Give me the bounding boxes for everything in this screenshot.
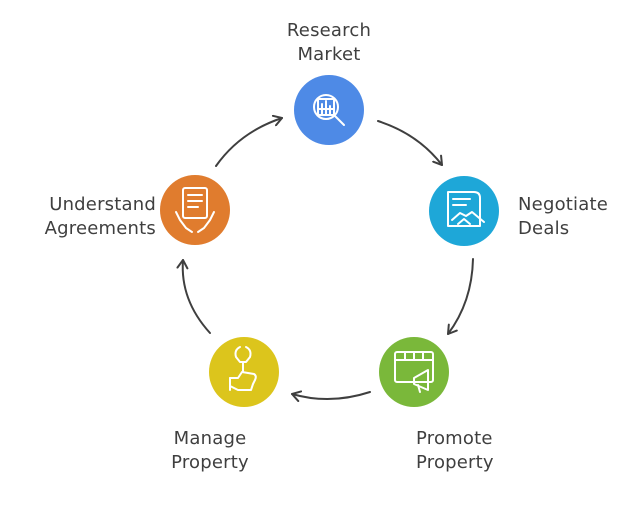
step-label-promote: Promote Property <box>416 427 526 475</box>
step-manage-node <box>209 337 279 407</box>
arrow-research-to-negotiate <box>377 120 443 166</box>
step-label-manage: Manage Property <box>150 427 270 475</box>
step-label-line: Property <box>416 452 494 473</box>
handshake-document-icon <box>447 191 485 227</box>
step-negotiate-node <box>429 176 499 246</box>
arrow-promote-to-manage <box>291 390 371 403</box>
arrow-understand-to-research <box>215 114 283 167</box>
step-label-line: Deals <box>518 218 570 239</box>
wrench-thumbs-up-icon <box>229 346 257 391</box>
step-label-line: Promote <box>416 428 493 449</box>
hands-document-icon <box>175 187 215 233</box>
step-label-line: Property <box>171 452 249 473</box>
step-label-negotiate: Negotiate Deals <box>518 193 628 241</box>
step-label-line: Agreements <box>44 218 156 239</box>
step-label-understand: Understand Agreements <box>20 193 156 241</box>
step-promote-node <box>379 337 449 407</box>
step-label-line: Market <box>297 44 361 65</box>
arrow-negotiate-to-promote <box>447 258 474 335</box>
market-research-icon <box>313 94 345 126</box>
step-label-line: Research <box>286 20 372 41</box>
step-label-research: Research Market <box>264 19 394 67</box>
arrow-manage-to-understand <box>176 259 211 334</box>
step-label-line: Understand <box>49 194 156 215</box>
step-research-node <box>294 75 364 145</box>
step-understand-node <box>160 175 230 245</box>
step-label-line: Negotiate <box>518 194 608 215</box>
step-label-line: Manage <box>173 428 247 449</box>
megaphone-billboard-icon <box>394 351 434 393</box>
